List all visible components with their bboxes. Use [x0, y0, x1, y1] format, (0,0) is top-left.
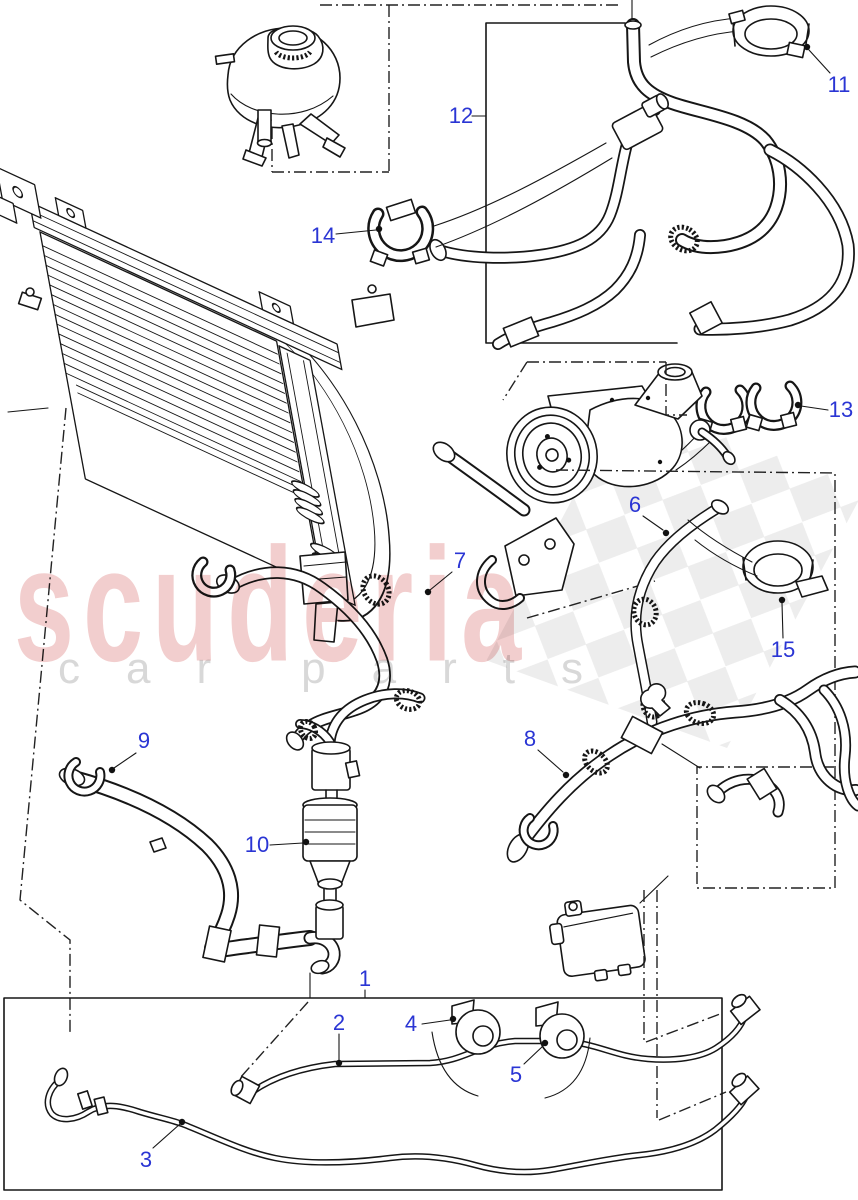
pipes-box	[3, 993, 761, 1191]
callout-leaders	[108, 43, 831, 1149]
lower-hose-8	[506, 665, 858, 863]
grommet-5	[535, 1001, 591, 1099]
vent-valve-10-assembly	[295, 688, 426, 940]
watermark-word-car: car	[58, 644, 258, 693]
hose-clamp-11	[728, 5, 810, 59]
water-pump-box	[502, 361, 836, 889]
callout-8: 8	[523, 726, 537, 751]
callout-1: 1	[358, 966, 372, 991]
lower-hose-9	[58, 757, 341, 975]
callout-11: 11	[827, 72, 851, 97]
callout-15: 15	[770, 637, 796, 662]
watermark-brand-text: scuderia	[14, 513, 531, 695]
connection-lines-bottom	[239, 890, 727, 1121]
small-reservoir	[548, 875, 669, 982]
expansion-tank	[214, 25, 346, 167]
upper-hose-assembly-12	[429, 17, 855, 350]
heater-hose-6	[630, 499, 730, 728]
radiator-assembly	[0, 166, 395, 643]
water-pump	[506, 363, 736, 504]
egr-cooler	[432, 441, 575, 610]
callout-12: 12	[448, 103, 474, 128]
callout-14: 14	[310, 223, 336, 248]
callout-13: 13	[828, 397, 854, 422]
callout-6: 6	[628, 492, 642, 517]
callout-10: 10	[244, 832, 270, 857]
watermark-tagline-text: car parts	[58, 644, 629, 694]
callout-3: 3	[139, 1147, 153, 1172]
hose-clamp-15	[687, 519, 829, 598]
connection-line-left	[19, 407, 71, 1035]
watermark-word-parts: parts	[301, 644, 629, 693]
callout-4: 4	[404, 1011, 418, 1036]
grommet-4	[431, 999, 501, 1097]
callout-5: 5	[509, 1062, 523, 1087]
callout-9: 9	[137, 728, 151, 753]
callout-2: 2	[332, 1010, 346, 1035]
hose12-box	[485, 22, 678, 344]
hose-clamp-14	[367, 198, 435, 267]
callout-7: 7	[453, 548, 467, 573]
